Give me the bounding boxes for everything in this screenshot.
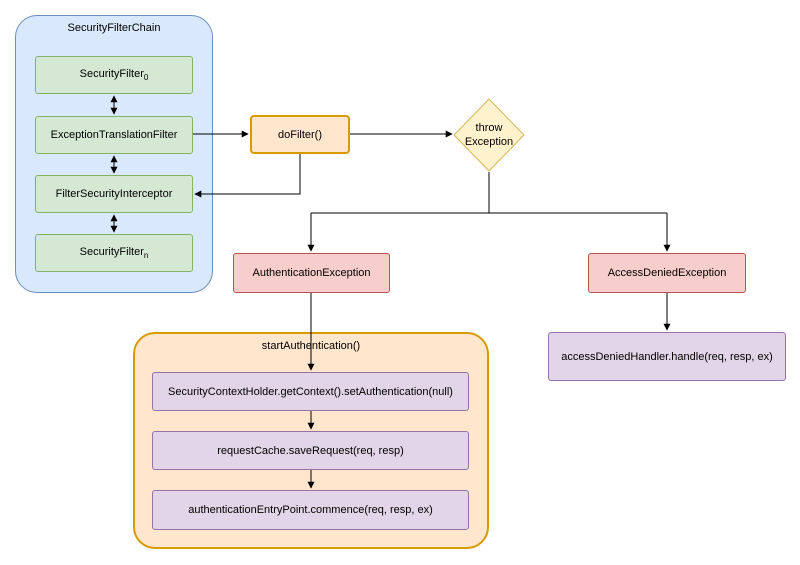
- filter-security-interceptor-label: FilterSecurityInterceptor: [55, 188, 173, 200]
- access-denied-handler-box[interactable]: accessDeniedHandler.handle(req, resp, ex…: [548, 332, 786, 381]
- clear-security-context-box[interactable]: SecurityContextHolder.getContext().setAu…: [152, 372, 469, 411]
- security-filter-n[interactable]: SecurityFiltern: [35, 234, 193, 272]
- entry-point-commence-box[interactable]: authenticationEntryPoint.commence(req, r…: [152, 490, 469, 530]
- exception-translation-filter-label: ExceptionTranslationFilter: [50, 129, 178, 141]
- security-filter-n-label: SecurityFiltern: [79, 245, 149, 261]
- arrow-dofilter-to-interceptor: [194, 154, 301, 198]
- authentication-exception-label: AuthenticationException: [252, 267, 371, 279]
- access-denied-exception-label: AccessDeniedException: [607, 267, 727, 279]
- throw-exception-decision[interactable]: throw Exception: [452, 97, 526, 173]
- access-denied-exception-box[interactable]: AccessDeniedException: [588, 253, 746, 293]
- decision-label-line1: throw: [475, 122, 503, 134]
- security-filter-chain-title: SecurityFilterChain: [67, 22, 161, 34]
- decision-diamond-shape: [453, 98, 525, 172]
- dofilter-label: doFilter(): [277, 128, 322, 141]
- save-request-box[interactable]: requestCache.saveRequest(req, resp): [152, 431, 469, 470]
- save-request-label: requestCache.saveRequest(req, resp): [217, 444, 404, 457]
- security-filter-0-label: SecurityFilter0: [79, 67, 149, 83]
- access-denied-handler-label: accessDeniedHandler.handle(req, resp, ex…: [561, 350, 773, 363]
- clear-security-context-label: SecurityContextHolder.getContext().setAu…: [168, 385, 453, 398]
- exception-translation-filter[interactable]: ExceptionTranslationFilter: [35, 116, 193, 154]
- decision-label-line2: Exception: [464, 136, 514, 148]
- entry-point-commence-label: authenticationEntryPoint.commence(req, r…: [188, 504, 433, 516]
- dofilter-box[interactable]: doFilter(): [250, 115, 350, 154]
- decision-label: throw Exception: [452, 97, 526, 173]
- authentication-exception-box[interactable]: AuthenticationException: [233, 253, 390, 293]
- filter-security-interceptor[interactable]: FilterSecurityInterceptor: [35, 175, 193, 213]
- security-filter-0[interactable]: SecurityFilter0: [35, 56, 193, 94]
